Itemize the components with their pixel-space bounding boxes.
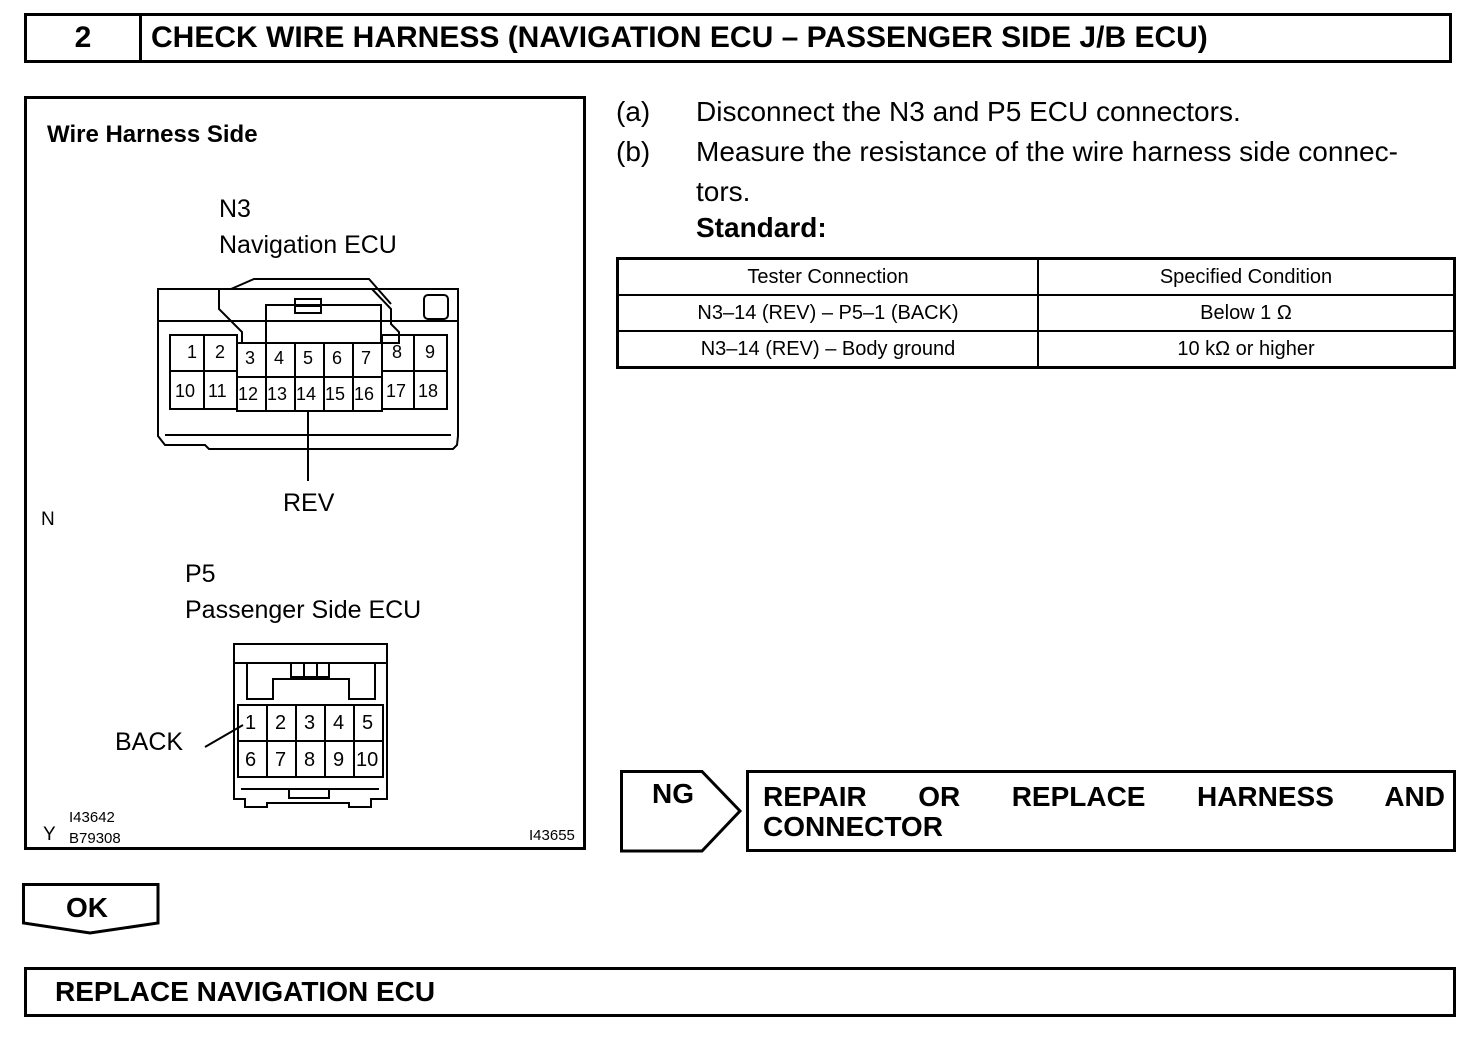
step-letter: (a) — [616, 96, 651, 127]
p5-pin-label: 7 — [275, 749, 287, 771]
rev-callout: REV — [283, 489, 335, 517]
n3-pin-grid — [169, 334, 448, 412]
figure-code-c: I43655 — [529, 827, 575, 844]
ng-arrow-shape — [620, 770, 743, 853]
connector-diagram — [157, 278, 459, 808]
figure-code-b: B79308 — [69, 830, 121, 847]
ok-arrow-shape — [22, 883, 160, 935]
p5-pin-grid — [237, 704, 384, 778]
step-text: Measure the resistance of the wire harne… — [696, 136, 1398, 167]
p5-pin-label: 1 — [245, 712, 257, 734]
step-text-continued: tors. — [696, 176, 751, 207]
back-callout: BACK — [115, 728, 184, 756]
ng-action-box: REPAIR OR REPLACE HARNESS AND CONNECTOR — [746, 770, 1456, 852]
n3-pin-label: 13 — [267, 384, 288, 404]
table-row: N3–14 (REV) – P5–1 (BACK) Below 1 Ω — [616, 294, 1456, 332]
ng-action-line1: REPAIR OR REPLACE HARNESS AND — [763, 781, 1445, 812]
step-header: 2 CHECK WIRE HARNESS (NAVIGATION ECU – P… — [24, 13, 1452, 63]
ng-label: NG — [652, 778, 694, 809]
n3-pin-label: 11 — [208, 381, 227, 401]
p5-pin-label: 5 — [362, 712, 374, 734]
p5-pin-label: 9 — [333, 749, 345, 771]
wire-harness-figure: Wire Harness Side N3 Navigation ECU 1 2 … — [24, 96, 586, 850]
n3-pin-label: 7 — [361, 348, 372, 368]
n3-pin-label: 12 — [238, 384, 259, 404]
n3-pin-label: 6 — [332, 348, 343, 368]
p5-connector-code: P5 — [185, 560, 216, 588]
step-letter: (b) — [616, 136, 651, 167]
result-box: REPLACE NAVIGATION ECU — [24, 967, 1456, 1017]
n3-pin-label: 17 — [386, 381, 407, 401]
p5-pin-label: 4 — [333, 712, 345, 734]
table-cell: 10 kΩ or higher — [1037, 330, 1456, 369]
n3-pin-label: 5 — [303, 348, 314, 368]
n3-pin-label: 1 — [187, 342, 198, 362]
column-header: Specified Condition — [1037, 257, 1456, 296]
table-header-row: Tester Connection Specified Condition — [616, 257, 1456, 296]
standard-label: Standard: — [696, 212, 827, 243]
figure-code-a: I43642 — [69, 809, 115, 826]
n3-connector-name: Navigation ECU — [219, 231, 397, 259]
p5-pin-label: 2 — [275, 712, 287, 734]
table-row: N3–14 (REV) – Body ground 10 kΩ or highe… — [616, 330, 1456, 369]
p5-pin-label: 3 — [304, 712, 316, 734]
result-text: REPLACE NAVIGATION ECU — [55, 976, 436, 1007]
ng-action-line2: CONNECTOR — [763, 811, 943, 842]
n3-side-slot — [423, 294, 449, 320]
specification-table: Tester Connection Specified Condition N3… — [616, 257, 1456, 369]
n3-pin-label: 15 — [325, 384, 346, 404]
table-cell: N3–14 (REV) – Body ground — [616, 330, 1039, 369]
p5-pin-label: 6 — [245, 749, 257, 771]
p5-connector-body — [233, 643, 388, 808]
p5-connector-name: Passenger Side ECU — [185, 596, 422, 624]
p5-pin-label: 8 — [304, 749, 316, 771]
table-cell: Below 1 Ω — [1037, 294, 1456, 332]
figure-title: Wire Harness Side — [47, 121, 258, 148]
p5-key — [290, 662, 330, 678]
n3-pin-label: 4 — [274, 348, 285, 368]
marker-n: N — [41, 509, 55, 530]
table-cell: N3–14 (REV) – P5–1 (BACK) — [616, 294, 1039, 332]
n3-pin-label: 2 — [215, 342, 226, 362]
n3-pin-label: 3 — [245, 348, 256, 368]
n3-pin-label: 14 — [296, 384, 317, 404]
step-number: 2 — [27, 16, 142, 60]
n3-pin-label: 9 — [425, 342, 436, 362]
step-title: CHECK WIRE HARNESS (NAVIGATION ECU – PAS… — [151, 21, 1208, 54]
n3-latch — [218, 288, 400, 344]
p5-pin-label: 10 — [356, 749, 379, 771]
n3-connector-body — [157, 288, 459, 450]
n3-pin-label: 8 — [392, 342, 403, 362]
marker-y: Y — [43, 824, 56, 845]
back-leader-line — [204, 724, 244, 748]
n3-connector-code: N3 — [219, 195, 251, 223]
p5-latch — [246, 663, 376, 700]
column-header: Tester Connection — [616, 257, 1039, 296]
step-text: Disconnect the N3 and P5 ECU connectors. — [696, 96, 1241, 127]
n3-pin-label: 18 — [418, 381, 439, 401]
n3-pin-label: 10 — [175, 381, 196, 401]
n3-pin-label: 16 — [354, 384, 375, 404]
ok-label: OK — [66, 892, 108, 923]
